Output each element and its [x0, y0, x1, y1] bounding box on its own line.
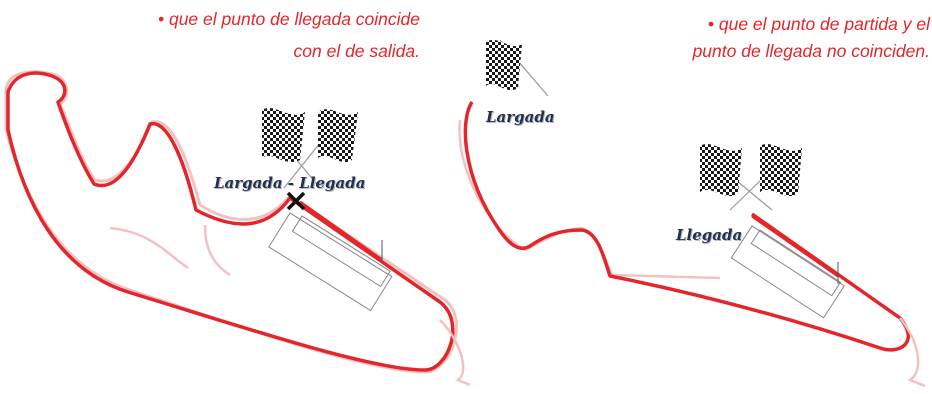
left-caption-line-1: • que el punto de llegada coincide [157, 9, 420, 29]
open-circuit-track [463, 101, 910, 352]
start-finish-label: Largada - Llegada [214, 174, 366, 192]
cross-mark-icon [286, 191, 306, 211]
right-caption-line-2: punto de llegada no coinciden. [692, 41, 930, 61]
closed-circuit-track [6, 71, 455, 372]
checkered-flags-icon [261, 108, 358, 189]
checkered-flags-icon [700, 144, 802, 211]
start-label: Largada [486, 108, 555, 126]
right-caption-line-1: • que el punto de partida y el [707, 14, 930, 34]
closed-circuit [4, 70, 471, 387]
open-circuit [458, 101, 926, 388]
left-caption-line-2: con el de salida. [293, 41, 420, 61]
checkered-flag-icon [486, 39, 549, 97]
finish-label: Llegada [676, 226, 743, 244]
